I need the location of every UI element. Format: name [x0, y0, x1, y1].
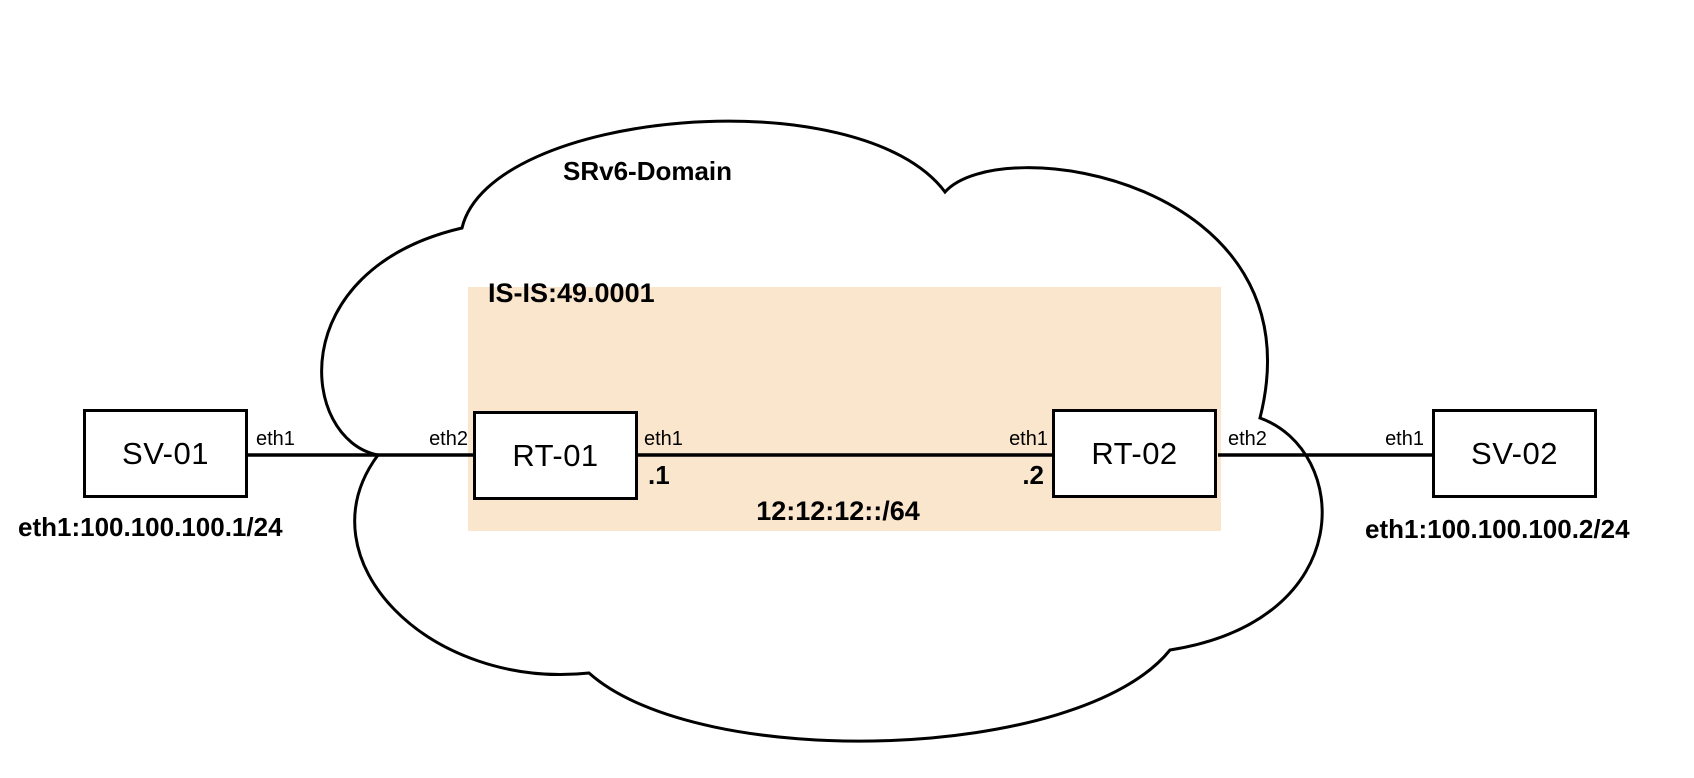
srv6-cloud-outline [320, 119, 1324, 743]
rt01-link-ip-suffix: .1 [648, 460, 670, 490]
node-sv02: SV-02 [1432, 409, 1597, 498]
if-rt02-eth2: eth2 [1228, 428, 1267, 450]
rt02-link-ip-suffix: .2 [1022, 460, 1044, 490]
igp-title: IS-IS:49.0001 [488, 278, 655, 308]
node-rt01: RT-01 [473, 411, 638, 500]
if-sv02-eth1: eth1 [1385, 428, 1424, 450]
if-sv01-eth1: eth1 [256, 428, 295, 450]
node-rt02: RT-02 [1052, 409, 1217, 498]
sv02-address: eth1:100.100.100.2/24 [1365, 514, 1630, 544]
if-rt02-eth1: eth1 [1009, 428, 1048, 450]
if-rt01-eth2: eth2 [429, 428, 468, 450]
node-sv02-label: SV-02 [1471, 435, 1558, 471]
cloud-title: SRv6-Domain [563, 156, 733, 186]
node-rt01-label: RT-01 [512, 437, 599, 473]
node-sv01-label: SV-01 [122, 435, 209, 471]
link-subnet-label: 12:12:12::/64 [756, 496, 920, 526]
node-sv01: SV-01 [83, 409, 248, 498]
if-rt01-eth1: eth1 [644, 428, 683, 450]
sv01-address: eth1:100.100.100.1/24 [18, 512, 283, 542]
node-rt02-label: RT-02 [1091, 435, 1178, 471]
